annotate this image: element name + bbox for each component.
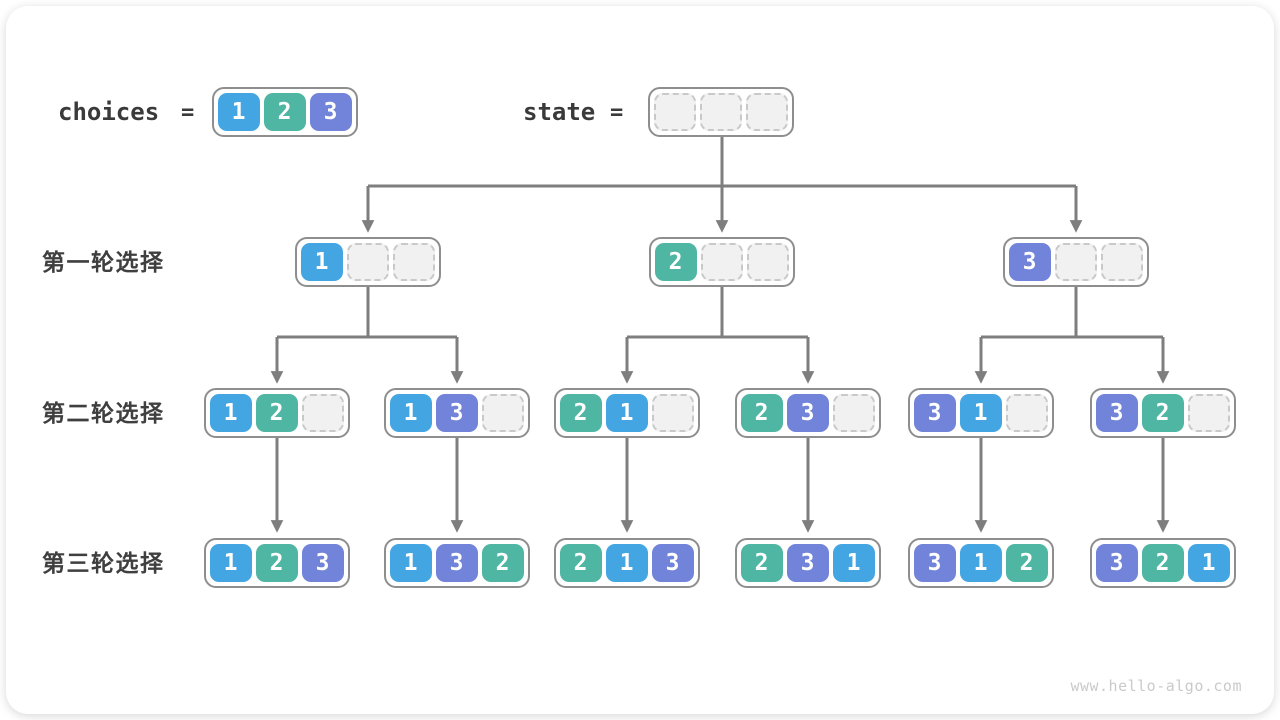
empty-cell	[301, 394, 344, 432]
empty-cell	[1187, 394, 1230, 432]
value-cell: 3	[1008, 243, 1051, 281]
value-cell: 2	[1005, 544, 1048, 582]
state-node: 2	[649, 237, 795, 287]
value-cell: 3	[651, 544, 694, 582]
empty-cell	[746, 243, 789, 281]
empty-cell	[832, 394, 875, 432]
value-cell: 2	[740, 544, 783, 582]
round-label: 第二轮选择	[42, 400, 165, 426]
empty-cell	[1005, 394, 1048, 432]
value-cell: 1	[959, 394, 1002, 432]
state-box	[648, 87, 794, 137]
value-cell: 2	[559, 544, 602, 582]
empty-cell	[699, 93, 742, 131]
value-cell: 3	[1095, 394, 1138, 432]
state-label: state	[523, 98, 596, 126]
value-cell: 1	[605, 544, 648, 582]
value-cell: 1	[389, 394, 432, 432]
value-cell: 2	[255, 544, 298, 582]
value-cell: 1	[300, 243, 343, 281]
empty-cell	[346, 243, 389, 281]
value-cell: 1	[1187, 544, 1230, 582]
empty-cell	[651, 394, 694, 432]
value-cell: 2	[481, 544, 524, 582]
value-cell: 1	[389, 544, 432, 582]
value-cell: 2	[740, 394, 783, 432]
state-node: 1	[295, 237, 441, 287]
value-cell: 1	[959, 544, 1002, 582]
round-label: 第三轮选择	[42, 550, 165, 576]
empty-cell	[1100, 243, 1143, 281]
empty-cell	[700, 243, 743, 281]
value-cell: 1	[605, 394, 648, 432]
empty-cell	[745, 93, 788, 131]
value-cell: 3	[786, 544, 829, 582]
empty-cell	[1054, 243, 1097, 281]
value-cell: 1	[209, 394, 252, 432]
value-cell: 1	[217, 93, 260, 131]
empty-cell	[481, 394, 524, 432]
value-cell: 3	[913, 544, 956, 582]
state-equals: =	[610, 100, 624, 125]
value-cell: 2	[263, 93, 306, 131]
value-cell: 3	[913, 394, 956, 432]
value-cell: 3	[435, 544, 478, 582]
value-cell: 1	[832, 544, 875, 582]
state-node: 3	[1003, 237, 1149, 287]
round-label: 第一轮选择	[42, 249, 165, 275]
site-watermark: www.hello-algo.com	[1070, 677, 1242, 695]
empty-cell	[653, 93, 696, 131]
value-cell: 1	[209, 544, 252, 582]
choices-label: choices	[58, 98, 160, 126]
value-cell: 3	[435, 394, 478, 432]
value-cell: 2	[255, 394, 298, 432]
value-cell: 2	[1141, 394, 1184, 432]
value-cell: 2	[1141, 544, 1184, 582]
value-cell: 3	[786, 394, 829, 432]
value-cell: 3	[1095, 544, 1138, 582]
value-cell: 2	[559, 394, 602, 432]
choices-equals: =	[181, 100, 195, 125]
value-cell: 2	[654, 243, 697, 281]
value-cell: 3	[309, 93, 352, 131]
value-cell: 3	[301, 544, 344, 582]
empty-cell	[392, 243, 435, 281]
